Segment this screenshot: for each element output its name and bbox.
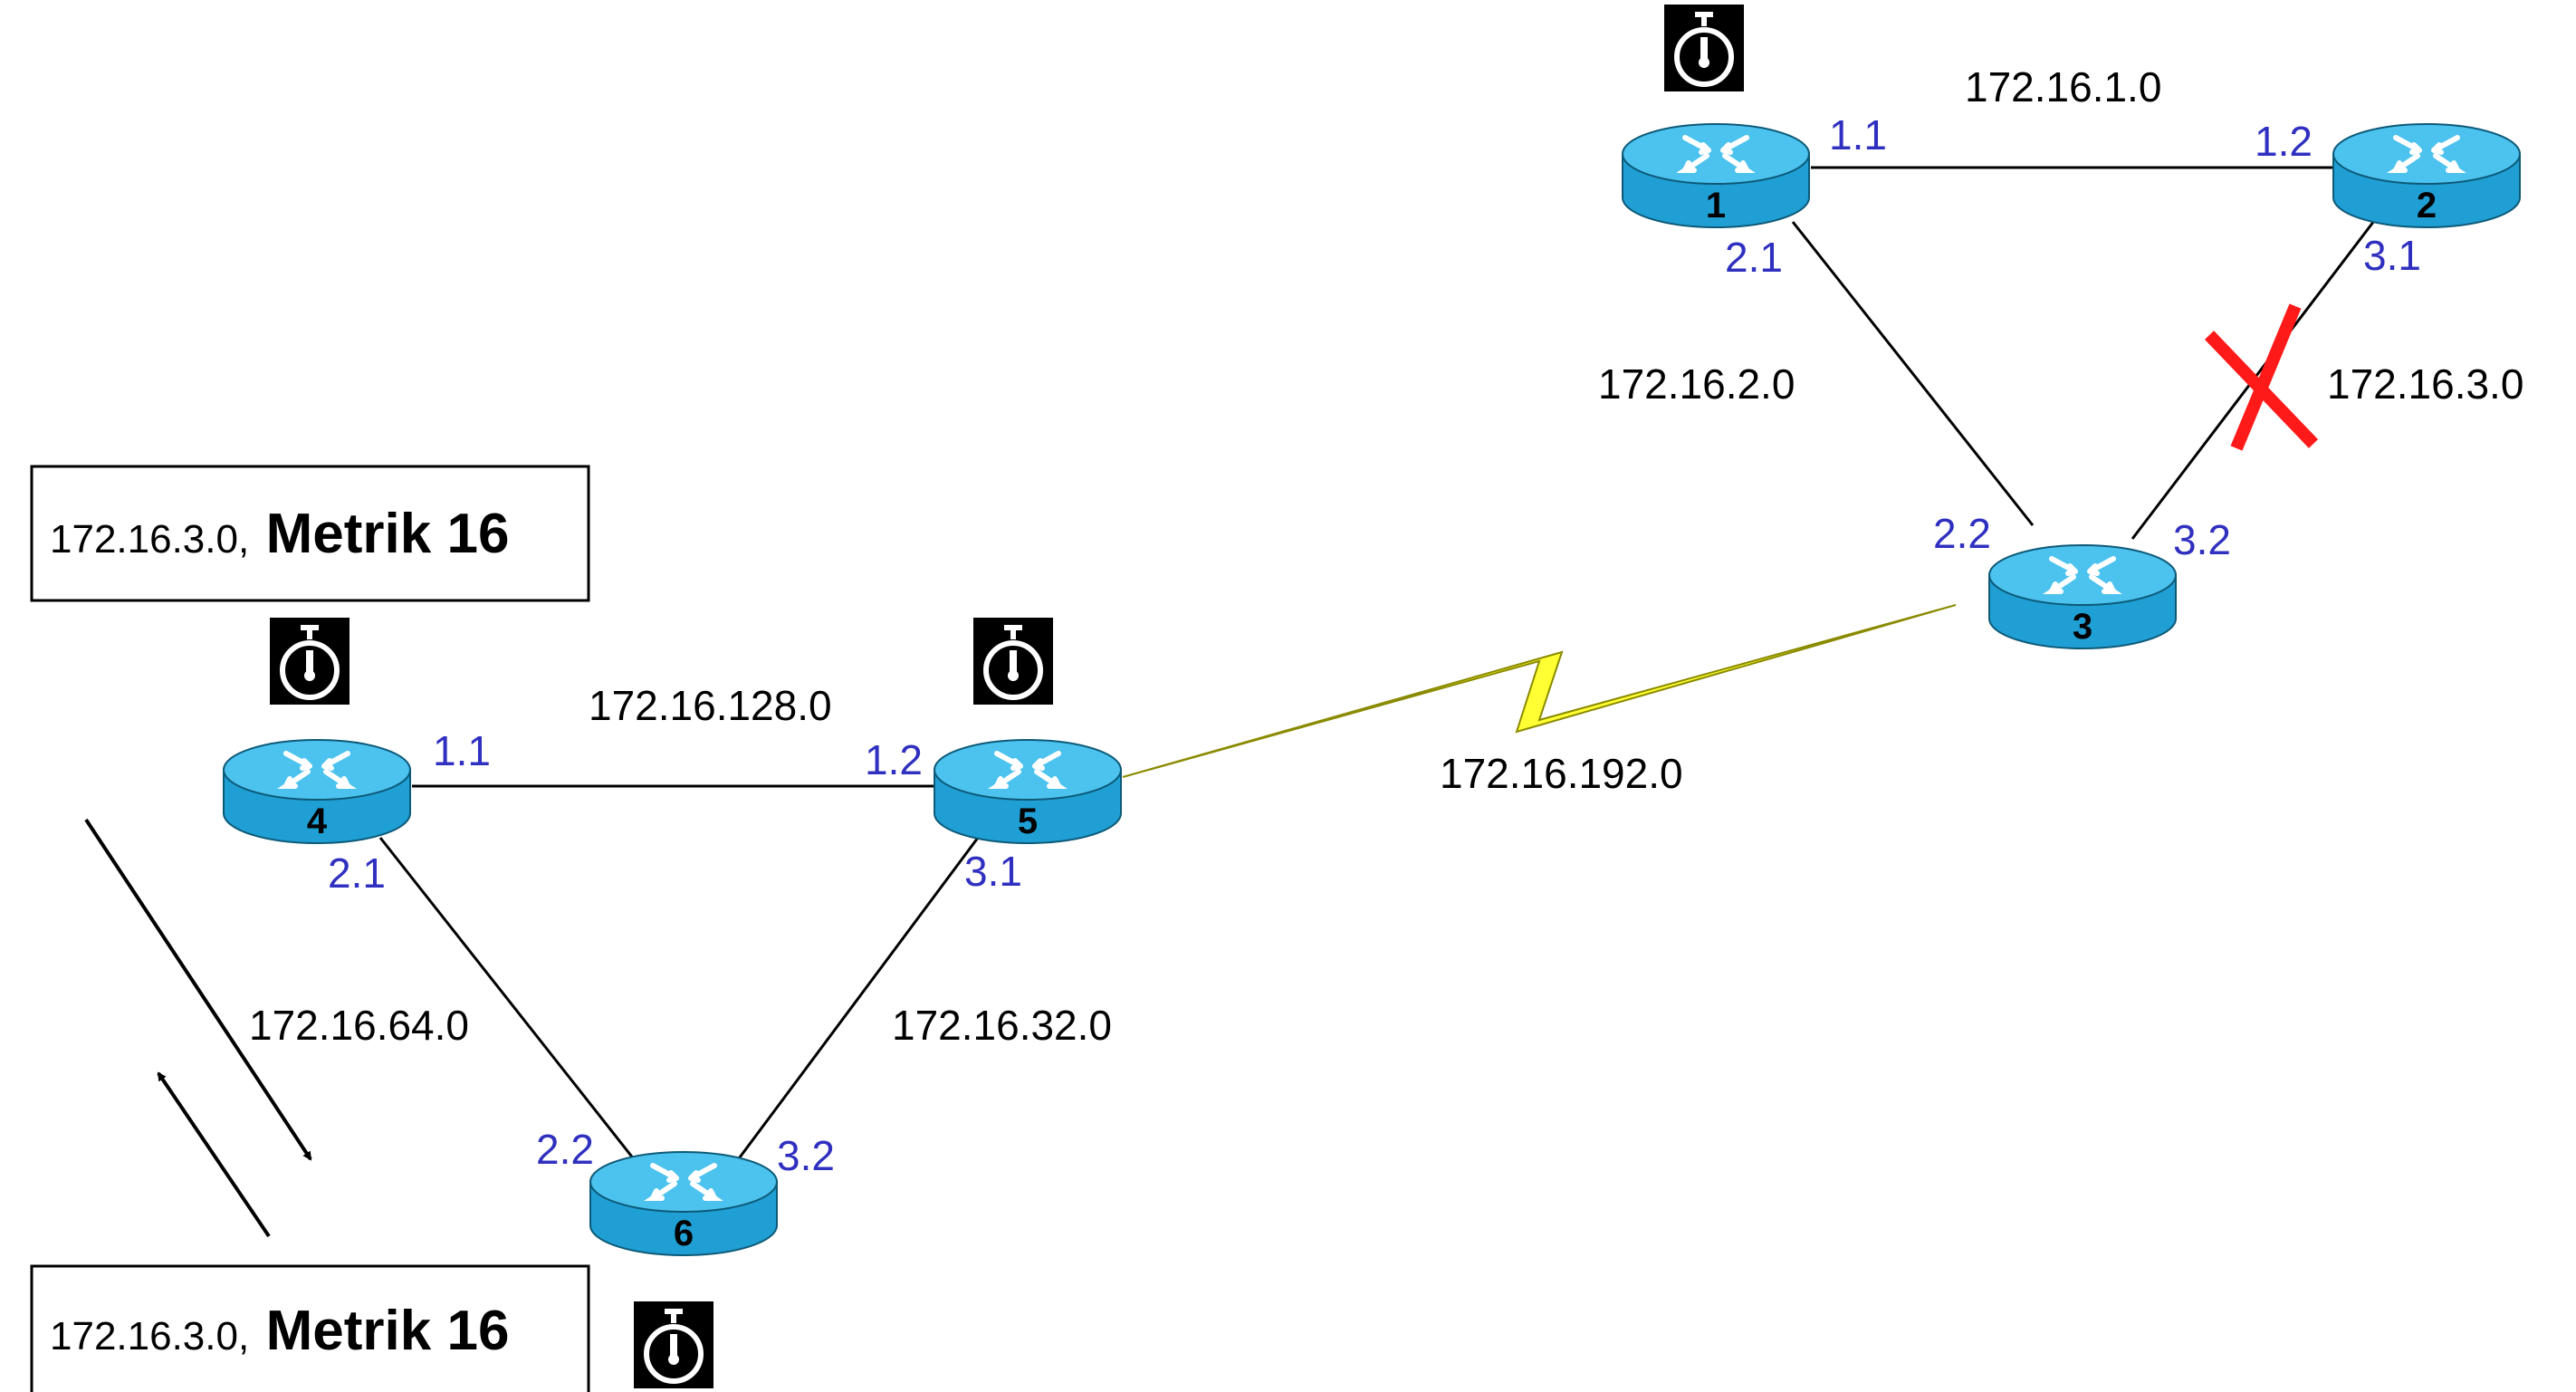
router-6[interactable]: 6 [589,1151,778,1256]
update-metric: Metrik 16 [266,503,510,565]
network-label-172-16-128-0: 172.16.128.0 [589,682,832,729]
interface-label: 3.1 [964,848,1022,895]
link-r1-r3 [1791,221,2035,526]
router-2[interactable]: 2 [2332,123,2521,228]
interface-label: 1.2 [2255,118,2313,165]
stopwatch-icon [634,1301,713,1388]
router-1[interactable]: 1 [1622,123,1810,228]
update-box-top: 172.16.3.0, Metrik 16 [30,465,590,602]
router-number: 3 [2073,607,2092,647]
update-route: 172.16.3.0, [50,517,249,562]
interface-label: 1.2 [865,736,923,783]
router-number: 6 [674,1214,694,1253]
interface-label: 2.2 [536,1126,594,1173]
arrow-up-icon [157,1071,271,1238]
update-direction-arrows [84,818,312,1238]
interface-label: 1.1 [433,727,491,774]
link-r4-r6 [378,837,643,1169]
router-number: 5 [1018,802,1038,841]
interface-label: 3.2 [2173,516,2231,563]
interface-label: 3.2 [777,1132,835,1179]
router-number: 2 [2417,186,2437,226]
router-number: 1 [1706,186,1726,226]
network-label-172-16-192-0: 172.16.192.0 [1440,750,1683,797]
update-box-bottom: 172.16.3.0, Metrik 16 [30,1264,590,1392]
svg-text:172.16.3.0, Metrik 16: 172.16.3.0, Metrik 16 [50,503,509,565]
interface-label: 1.1 [1829,111,1887,158]
interface-label: 2.1 [1725,234,1783,281]
link-r5-r6 [730,837,980,1169]
network-label-172-16-64-0: 172.16.64.0 [249,1002,469,1049]
serial-link-r5-r3 [1122,604,1957,778]
router-4[interactable]: 4 [223,739,411,844]
network-label-172-16-2-0: 172.16.2.0 [1598,360,1795,408]
interface-labels: 1.1 1.2 2.1 3.1 2.2 3.2 1.1 1.2 2.1 3.1 … [328,111,2421,1179]
stopwatch-icon [973,618,1053,705]
interface-label: 3.1 [2363,232,2421,279]
router-3[interactable]: 3 [1988,544,2177,649]
routers: 1 2 3 4 5 [223,123,2521,1256]
timers [270,5,1744,1388]
stopwatch-icon [1664,5,1744,91]
link-failure-x-icon [2204,303,2319,451]
arrow-down-icon [84,818,312,1161]
network-labels: 172.16.1.0 172.16.2.0 172.16.3.0 172.16.… [249,63,2523,1049]
network-label-172-16-32-0: 172.16.32.0 [892,1002,1112,1049]
router-5[interactable]: 5 [934,739,1122,844]
interface-label: 2.1 [328,850,386,897]
stopwatch-icon [270,618,350,705]
network-label-172-16-1-0: 172.16.1.0 [1965,63,2161,110]
update-route: 172.16.3.0, [50,1314,249,1358]
links [378,166,2379,1169]
update-metric: Metrik 16 [266,1300,510,1362]
network-label-172-16-3-0: 172.16.3.0 [2327,360,2523,408]
svg-text:172.16.3.0, Metrik 16: 172.16.3.0, Metrik 16 [50,1300,509,1362]
interface-label: 2.2 [1933,510,1991,557]
router-number: 4 [307,802,328,841]
